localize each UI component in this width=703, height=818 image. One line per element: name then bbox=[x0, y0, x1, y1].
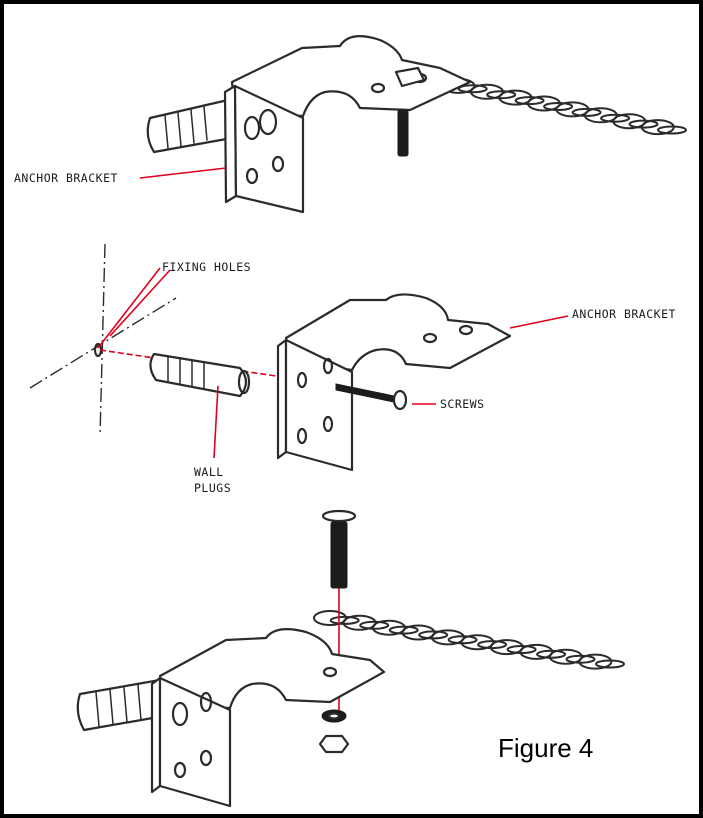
chain-link bbox=[628, 119, 659, 129]
bottom-assembly: Figure 4 bbox=[76, 509, 625, 808]
chain-top bbox=[413, 72, 687, 136]
chain-link bbox=[506, 645, 537, 654]
chain-link bbox=[486, 90, 517, 100]
chain-link bbox=[578, 653, 613, 670]
washer-hole bbox=[327, 712, 341, 720]
label-screws: SCREWS bbox=[440, 397, 485, 411]
wall-plug-bottom bbox=[76, 678, 166, 732]
chain-link bbox=[595, 659, 625, 669]
screw-mid bbox=[335, 383, 408, 411]
chain-link bbox=[571, 107, 602, 117]
top-assembly: ANCHOR BRACKET bbox=[14, 35, 687, 214]
label-wall: WALL bbox=[194, 465, 224, 479]
chain-link bbox=[657, 125, 687, 135]
bolt-bottom bbox=[321, 509, 357, 589]
leader-anchor-mid bbox=[509, 315, 569, 329]
wall-plug-top bbox=[146, 98, 234, 154]
chain-link bbox=[514, 96, 545, 106]
anchor-bracket-bottom bbox=[150, 627, 386, 808]
wall-diagonal-axis bbox=[29, 297, 177, 389]
chain-link bbox=[359, 620, 390, 630]
label-plugs: PLUGS bbox=[194, 481, 231, 495]
chain-link bbox=[457, 84, 488, 94]
wall-vertical-axis bbox=[99, 243, 106, 437]
nut bbox=[318, 734, 350, 754]
chain-link bbox=[536, 649, 567, 659]
chain-link bbox=[543, 102, 574, 111]
label-fixing-holes: FIXING HOLES bbox=[162, 260, 251, 274]
chain-link bbox=[418, 630, 449, 640]
leader-fixing-holes-2 bbox=[109, 269, 171, 337]
wall-plug-mid bbox=[149, 352, 251, 398]
label-anchor-bracket-mid: ANCHOR BRACKET bbox=[572, 307, 676, 321]
leader-wall-plugs bbox=[213, 385, 219, 459]
middle-assembly: FIXING HOLES ANCHOR BRACKET SCREWS WALL … bbox=[29, 243, 676, 495]
label-anchor-bracket-top: ANCHOR BRACKET bbox=[14, 171, 118, 185]
chain-link bbox=[600, 113, 631, 123]
anchor-bracket-mid bbox=[276, 293, 512, 472]
figure-caption: Figure 4 bbox=[498, 733, 593, 763]
anchor-bracket-top bbox=[223, 35, 472, 214]
leader-anchor-top bbox=[139, 167, 227, 179]
chain-link bbox=[388, 625, 419, 635]
chain-bottom bbox=[313, 610, 625, 670]
chain-link bbox=[477, 640, 508, 650]
leader-fixing-holes bbox=[97, 267, 161, 349]
